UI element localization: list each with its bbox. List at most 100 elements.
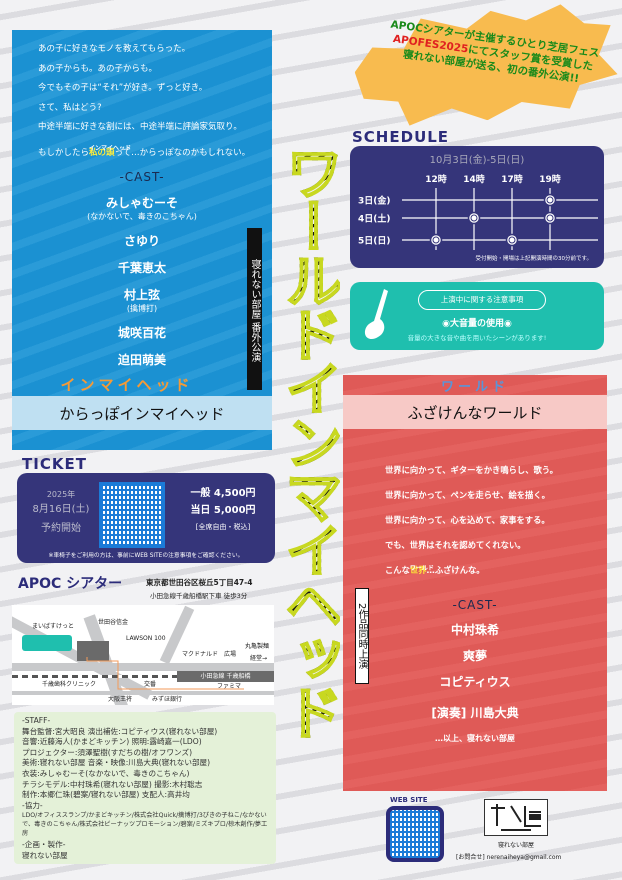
map-label: 世田谷信金 — [98, 619, 129, 626]
title-deco: インマイヘッド — [60, 376, 194, 394]
play-title: ふざけんなワールド — [407, 403, 543, 422]
troupe-logo-mark — [491, 804, 541, 831]
right-play-title: ふざけんなワールド — [343, 395, 607, 429]
ticket-panel: 2025年 8月16日(土) 予約開始 一般 4,500円 当日 5,000円 … — [17, 473, 275, 563]
cast-name: コピティウス — [439, 675, 511, 689]
venue-access: 小田急線千歳船橋駅下車 徒歩3分 — [150, 592, 248, 600]
right-play-panel — [343, 375, 607, 791]
cast-affiliation: (なかないで、毒きのこちゃん) — [87, 212, 197, 221]
ticket-qr-code[interactable] — [99, 482, 165, 548]
double-bill-label: 2作品同時上演 — [355, 588, 369, 684]
main-title: ワールドインマイヘッド — [278, 10, 340, 870]
play-title: からっぽインマイヘッド — [59, 404, 225, 423]
performance-slot-inner — [546, 196, 554, 204]
venue-address: 東京都世田谷区桜丘5丁目47-4 — [146, 578, 253, 587]
performance-slot-inner — [432, 236, 440, 244]
notice-button[interactable]: 上演中に関する注意事項 — [418, 290, 546, 310]
intro-line: でも、世界はそれを認めてくれない。 — [385, 540, 526, 550]
venue-name: APOC シアター — [18, 576, 123, 592]
day-label: 4日(土) — [358, 213, 391, 225]
theater-building — [77, 641, 109, 661]
website-qr-code[interactable] — [386, 806, 444, 862]
text: 世界 — [409, 565, 427, 575]
org-heading: -企画・製作- — [22, 840, 66, 850]
performance-slot-inner — [470, 214, 478, 222]
venue-map[interactable]: 小田急線 千歳船橋 まいばすけっと 世田谷信金 LAWSON 100 マクドナル… — [12, 605, 274, 705]
intro-line: 中途半端に好きな割には、中途半端に評論家気取り。 — [38, 122, 242, 132]
cast-heading: -CAST- — [452, 598, 498, 612]
coop-list: LDO/オフィススランプ/かまどキッチン/株式会社Quick/擒博打/3ぴきの子… — [22, 812, 268, 838]
map-label: 広場 — [224, 651, 237, 658]
cast-name: 千葉恵太 — [117, 261, 166, 275]
cast-name: 迫田萌美 — [117, 353, 166, 367]
ticket-heading: TICKET — [22, 455, 87, 473]
troupe-logo — [484, 799, 548, 836]
performance-slot-inner — [508, 236, 516, 244]
cast-name: 村上弦 — [123, 288, 160, 302]
left-cast: -CAST- みしゃむーそ(なかないで、毒きのこちゃん)さゆり千葉恵太村上弦(擒… — [12, 170, 242, 368]
left-play-panel — [12, 30, 272, 450]
seating-note: [全席自由・税込] — [195, 523, 251, 531]
left-play-title: からっぽインマイヘッド — [12, 396, 272, 430]
intro-line: 世界に向かって、ペンを走らせ、絵を描く。 — [385, 490, 550, 500]
ruby: ワールド — [409, 565, 434, 572]
intro-line: 今でもその子は“それ”が好き。ずっと好き。 — [38, 83, 208, 93]
staff-credits: -STAFF- 舞台監督:宮大昭良 演出補佐:コピティウス(寝れない部屋)音響:… — [14, 712, 276, 864]
time-label: 14時 — [463, 173, 485, 185]
staff-line: 音響:近藤海人(かまどキッチン) 照明:露崎嘉一(LDO) — [22, 737, 202, 747]
title-deco: ワールド — [440, 380, 509, 395]
staff-heading: -STAFF- — [22, 716, 51, 725]
staff-line: 制作:本郷仁珠(碧案/寝れない部屋) 支配人:高井均 — [22, 790, 190, 800]
map-label: 丸亀製麺 — [245, 643, 270, 650]
intro-line: 世界に向かって、心を込めて、家事をする。 — [385, 515, 550, 525]
intro-line: あの子に好きなモノを教えてもらった。 — [38, 44, 191, 54]
day-label: 3日(金) — [358, 195, 391, 207]
map-label: まいばすけっと — [32, 623, 75, 630]
website-label: WEB SITE — [390, 796, 428, 804]
year: 2025年 — [46, 490, 76, 499]
cast-name: 中村珠希 — [450, 623, 499, 637]
cast-name: さゆり — [123, 234, 160, 248]
staff-line: 美術:寝れない部屋 音楽・映像:川島大典(寝れない部屋) — [22, 758, 211, 768]
left-intro: あの子に好きなモノを教えてもらった。 あの子からも。あの子からも。 今でもその子… — [38, 40, 250, 163]
price-door: 当日 5,000円 — [190, 505, 256, 516]
highlight: インマイヘッド私の頭 — [89, 145, 131, 158]
intro-line: もしかしたらインマイヘッド私の頭って…からっぽなのかもしれない。 — [38, 144, 250, 164]
cast-name: 爽夢 — [462, 649, 487, 663]
right-cast: -CAST- 中村珠希 爽夢 コピティウス [演奏] 川島大典 …以上、寝れない… — [343, 598, 607, 744]
contact-email[interactable]: [お問合せ] nerenaiheya@gmail.com — [456, 854, 562, 861]
text: 私の頭 — [89, 147, 115, 158]
map-label: 交番 — [144, 681, 157, 688]
performance-slot-inner — [546, 214, 554, 222]
text: って…からっぽなのかもしれない。 — [114, 147, 251, 158]
time-label: 17時 — [501, 173, 523, 185]
intro-line: さて、私はどう? — [38, 102, 102, 113]
route-line — [86, 657, 244, 690]
org-name: 寝れない部屋 — [22, 850, 68, 860]
cast-name: 城咲百花 — [117, 326, 166, 340]
coop-heading: -協力- — [22, 800, 43, 810]
price-general: 一般 4,500円 — [190, 488, 256, 499]
map-label: 経堂→ — [250, 655, 268, 662]
staff-line: プロジェクター:須澤聖樹(すだちの樹/オフワンズ) — [22, 747, 193, 757]
series-label: 寝れない部屋 番外公演 — [247, 228, 262, 390]
right-intro: 世界に向かって、ギターをかき鳴らし、歌う。 世界に向かって、ペンを走らせ、絵を描… — [385, 458, 558, 583]
schedule-note: 受付開始・開場は上記開演時間の30分前です。 — [475, 256, 592, 262]
apoc-logo — [22, 635, 72, 651]
station-label: 小田急線 千歳船橋 — [177, 671, 274, 682]
staff-line: 衣装:みしゃむーそ(なかないで、毒きのこちゃん) — [22, 768, 190, 778]
prices: 一般 4,500円 当日 5,000円 [全席自由・税込] — [177, 485, 269, 536]
start-label: 予約開始 — [41, 523, 81, 534]
schedule-heading: SCHEDULE — [352, 128, 450, 146]
map-label: 千歳歯科クリニック — [42, 681, 97, 688]
map-label: ファミマ — [217, 683, 242, 690]
intro-line: 世界に向かって、ギターをかき鳴らし、歌う。 — [385, 465, 558, 475]
time-label: 19時 — [539, 173, 561, 185]
notice-panel: 上演中に関する注意事項 ◉大音量の使用◉ 音量の大きな音や曲を用いたシーンがあり… — [350, 282, 604, 350]
map-label: マクドナルド — [182, 651, 219, 658]
staff-line: チラシモデル:中村珠希(寝れない部屋) 撮影:木村聡志 — [22, 779, 203, 789]
date: 8月16日(土) — [32, 504, 90, 515]
contact-org: 寝れない部屋 — [497, 842, 534, 849]
